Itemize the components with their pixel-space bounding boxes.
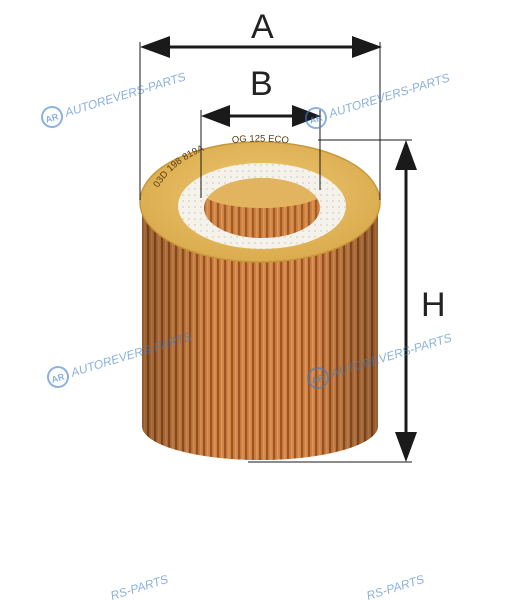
dimension-a-arrow-right [352, 36, 382, 58]
watermark-top-right: AR AUTOREVERS-PARTS [305, 71, 451, 129]
watermark-text: RS-PARTS [109, 572, 170, 600]
watermark-bottom-left: RS-PARTS [109, 572, 170, 600]
watermark-bottom-right: RS-PARTS [365, 572, 426, 600]
dimension-a-label: A [251, 8, 274, 46]
dimension-h-label: H [421, 286, 446, 324]
watermark-text: AUTOREVERS-PARTS [62, 70, 187, 120]
watermark-logo: AR [44, 111, 60, 125]
watermark-text: AUTOREVERS-PARTS [326, 71, 451, 121]
dimension-a-arrow-left [140, 36, 170, 58]
watermark-text: RS-PARTS [365, 572, 426, 600]
watermark-logo: AR [308, 112, 324, 126]
dimension-b-arrow-left [201, 105, 230, 127]
dimension-h-arrow-top [395, 140, 417, 170]
dimension-b-label: B [250, 65, 273, 103]
watermark-logo: AR [50, 371, 66, 385]
oil-filter: 03D 198 819A OG 125 ECO [139, 134, 381, 460]
watermark-logo-icon [305, 107, 327, 129]
watermark-logo: AR [310, 372, 326, 386]
dimension-h-arrow-bottom [395, 432, 417, 462]
svg-text:OG 125 ECO: OG 125 ECO [231, 134, 289, 147]
watermark-logo-icon [47, 366, 69, 388]
watermark-top-left: AR AUTOREVERS-PARTS [41, 70, 187, 128]
watermark-logo-icon [307, 367, 329, 389]
watermark-logo-icon [41, 106, 63, 128]
filter-model-code: OG 125 ECO [231, 134, 289, 147]
